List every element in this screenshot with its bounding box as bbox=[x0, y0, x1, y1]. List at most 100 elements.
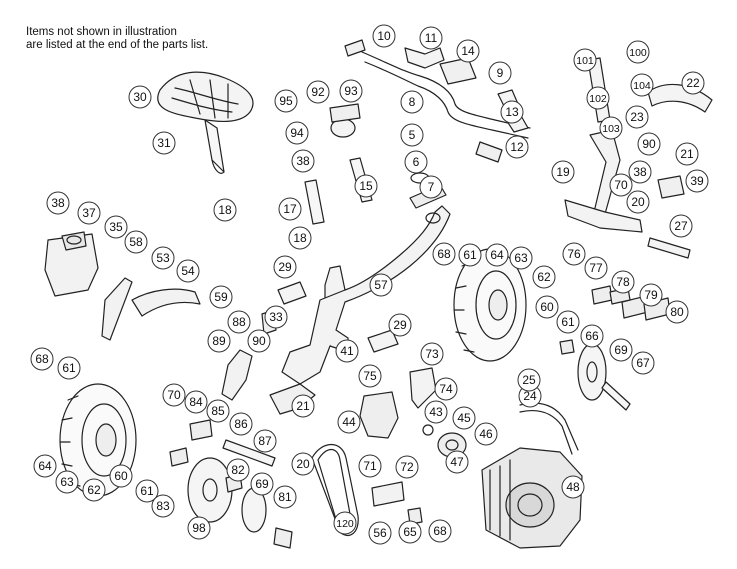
callout-bubble: 68 bbox=[432, 242, 456, 266]
callout-circle bbox=[452, 406, 476, 430]
callout-circle bbox=[151, 246, 175, 270]
callout-circle bbox=[388, 313, 412, 337]
callout-circle bbox=[226, 458, 250, 482]
callout-number: 87 bbox=[258, 434, 272, 448]
callout-number: 29 bbox=[393, 318, 407, 332]
callout-circle bbox=[637, 132, 661, 156]
callout-bubble: 90 bbox=[247, 329, 271, 353]
callout-circle bbox=[631, 351, 655, 375]
callout-number: 61 bbox=[561, 315, 575, 329]
callout-number: 77 bbox=[589, 261, 603, 275]
callout-number: 15 bbox=[359, 179, 373, 193]
callout-circle bbox=[227, 310, 251, 334]
callout-circle bbox=[152, 131, 176, 155]
callout-bubble: 47 bbox=[445, 450, 469, 474]
callout-number: 63 bbox=[60, 475, 74, 489]
callout-number: 21 bbox=[680, 147, 694, 161]
callout-bubble: 68 bbox=[30, 347, 54, 371]
callout-circle bbox=[285, 121, 309, 145]
callout-number: 120 bbox=[336, 518, 354, 530]
callout-circle bbox=[82, 478, 106, 502]
callout-number: 27 bbox=[674, 219, 688, 233]
callout-bubble: 70 bbox=[162, 383, 186, 407]
callout-bubble: 20 bbox=[291, 452, 315, 476]
callout-bubble: 86 bbox=[229, 412, 253, 436]
callout-circle bbox=[278, 197, 302, 221]
callout-bubble: 6 bbox=[404, 150, 428, 174]
callout-bubble: 37 bbox=[77, 201, 101, 225]
callout-circle bbox=[187, 516, 211, 540]
callout-bubble: 58 bbox=[124, 230, 148, 254]
callout-bubble: 22 bbox=[681, 71, 705, 95]
callout-circle bbox=[104, 215, 128, 239]
callout-bubble: 19 bbox=[551, 160, 575, 184]
callout-bubble: 38 bbox=[291, 149, 315, 173]
callout-number: 86 bbox=[234, 417, 248, 431]
callout-bubble: 31 bbox=[152, 131, 176, 155]
callout-circle bbox=[561, 475, 585, 499]
callout-circle bbox=[162, 383, 186, 407]
callout-circle bbox=[517, 368, 541, 392]
callout-circle bbox=[207, 329, 231, 353]
callout-circle bbox=[368, 521, 392, 545]
callout-circle bbox=[445, 450, 469, 474]
callout-circle bbox=[630, 73, 654, 97]
callout-circle bbox=[584, 256, 608, 280]
callout-number: 81 bbox=[278, 490, 292, 504]
callout-bubble: 8 bbox=[400, 90, 424, 114]
callout-circle bbox=[428, 519, 452, 543]
callout-circle bbox=[551, 160, 575, 184]
callout-number: 92 bbox=[311, 85, 325, 99]
callout-bubble: 73 bbox=[420, 342, 444, 366]
callout-number: 101 bbox=[576, 55, 594, 67]
fuel-tank bbox=[44, 231, 99, 297]
callout-number: 68 bbox=[35, 352, 49, 366]
callout-bubble: 95 bbox=[274, 89, 298, 113]
callout-number: 19 bbox=[556, 165, 570, 179]
callout-bubble: 92 bbox=[306, 80, 330, 104]
callout-bubble: 63 bbox=[509, 246, 533, 270]
callout-number: 23 bbox=[630, 110, 644, 124]
callout-number: 11 bbox=[425, 31, 438, 45]
callout-circle bbox=[456, 39, 480, 63]
callout-circle bbox=[124, 230, 148, 254]
callout-bubble: 5 bbox=[400, 123, 424, 147]
callout-bubble: 56 bbox=[368, 521, 392, 545]
callout-bubble: 10 bbox=[372, 24, 396, 48]
callout-number: 90 bbox=[252, 334, 266, 348]
callout-bubble: 48 bbox=[561, 475, 585, 499]
callout-bubble: 18 bbox=[288, 226, 312, 250]
callout-bubble: 61 bbox=[57, 356, 81, 380]
callout-number: 83 bbox=[156, 499, 170, 513]
callout-circle bbox=[395, 455, 419, 479]
callout-bubble: 45 bbox=[452, 406, 476, 430]
callout-circle bbox=[626, 190, 650, 214]
callout-number: 82 bbox=[231, 463, 245, 477]
callout-circle bbox=[250, 472, 274, 496]
callout-number: 62 bbox=[537, 270, 551, 284]
chain-guard bbox=[101, 277, 201, 341]
callout-circle bbox=[488, 61, 512, 85]
callout-number: 94 bbox=[290, 126, 304, 140]
callout-bubble: 46 bbox=[474, 422, 498, 446]
callout-number: 22 bbox=[686, 76, 700, 90]
callout-circle bbox=[128, 85, 152, 109]
callout-circle bbox=[626, 40, 650, 64]
callout-bubble: 120 bbox=[333, 511, 357, 535]
callout-number: 78 bbox=[616, 275, 630, 289]
callout-circle bbox=[184, 390, 208, 414]
callout-bubble: 82 bbox=[226, 458, 250, 482]
callout-number: 38 bbox=[51, 196, 65, 210]
callout-number: 41 bbox=[340, 344, 354, 358]
callout-circle bbox=[532, 265, 556, 289]
callout-bubble: 35 bbox=[104, 215, 128, 239]
callout-number: 46 bbox=[479, 427, 493, 441]
callout-number: 62 bbox=[87, 483, 101, 497]
callout-bubble: 69 bbox=[609, 338, 633, 362]
callout-circle bbox=[505, 135, 529, 159]
callout-circle bbox=[206, 399, 230, 423]
callout-number: 13 bbox=[505, 105, 519, 119]
callout-circle bbox=[57, 356, 81, 380]
callout-number: 73 bbox=[425, 347, 439, 361]
